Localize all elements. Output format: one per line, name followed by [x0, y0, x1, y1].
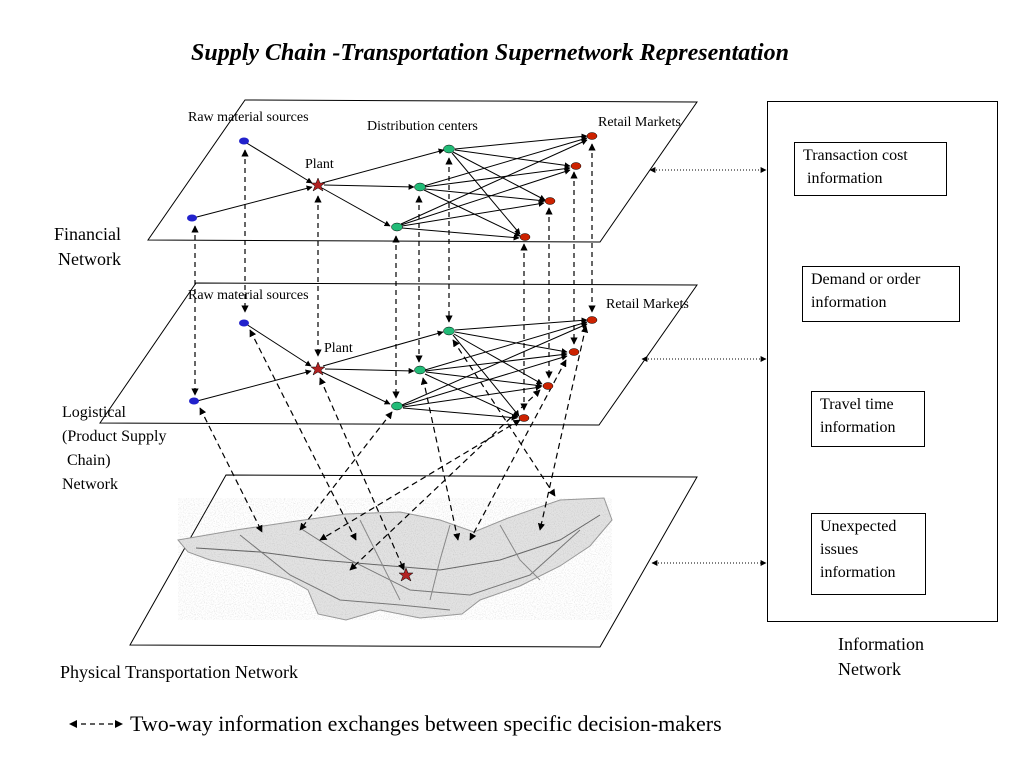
logistical-links	[196, 317, 588, 421]
financial-distribution-label: Distribution centers	[367, 119, 478, 134]
physical-plane	[129, 474, 698, 648]
raw-material-node	[239, 137, 249, 145]
page-title: Supply Chain -Transportation Supernetwor…	[191, 40, 789, 66]
info-links	[641, 167, 767, 566]
distribution-node	[414, 365, 426, 375]
physical-network-label: Physical Transportation Network	[60, 662, 298, 682]
financial-retail-label: Retail Markets	[598, 115, 681, 130]
plant-node	[310, 361, 326, 376]
retail-node	[568, 348, 580, 356]
plant-node	[310, 177, 326, 192]
raw-material-node	[189, 397, 199, 405]
info-box-demand: Demand or order information	[802, 266, 960, 322]
information-network-label: Information Network	[838, 634, 924, 679]
map-region	[177, 497, 613, 621]
distribution-node	[391, 401, 403, 411]
logistical-retail-label: Retail Markets	[606, 297, 689, 312]
retail-node	[518, 414, 530, 422]
info-box-unexpected-issues: Unexpected issues information	[811, 513, 926, 595]
retail-node	[570, 162, 582, 170]
financial-network-label: Financial Network	[54, 224, 121, 269]
logistical-nodes	[189, 316, 598, 422]
logistical-raw-material-label: Raw material sources	[188, 288, 309, 303]
distribution-node	[443, 326, 455, 336]
info-box-travel-time: Travel time information	[811, 391, 925, 447]
retail-node	[519, 233, 531, 241]
information-network-panel	[767, 101, 998, 622]
distribution-node	[414, 182, 426, 192]
retail-node	[586, 132, 598, 140]
physical-plant-node	[398, 567, 414, 582]
legend-text: Two-way information exchanges between sp…	[130, 711, 722, 736]
physical-links	[199, 325, 589, 571]
distribution-node	[443, 144, 455, 154]
distribution-node	[391, 222, 403, 232]
retail-node	[544, 197, 556, 205]
financial-links	[192, 133, 588, 241]
logistical-network-label: Logistical (Product Supply Chain) Networ…	[62, 404, 167, 493]
retail-node	[542, 382, 554, 390]
info-box-transaction-cost: Transaction cost information	[794, 142, 947, 196]
retail-node	[586, 316, 598, 324]
raw-material-node	[187, 214, 197, 222]
logistical-plant-label: Plant	[324, 341, 353, 356]
financial-plant-label: Plant	[305, 157, 334, 172]
financial-nodes	[187, 132, 598, 241]
financial-raw-material-label: Raw material sources	[188, 110, 309, 125]
raw-material-node	[239, 319, 249, 327]
two-way-dashed-arrow-icon	[69, 720, 123, 728]
legend: Two-way information exchanges between sp…	[68, 711, 722, 737]
